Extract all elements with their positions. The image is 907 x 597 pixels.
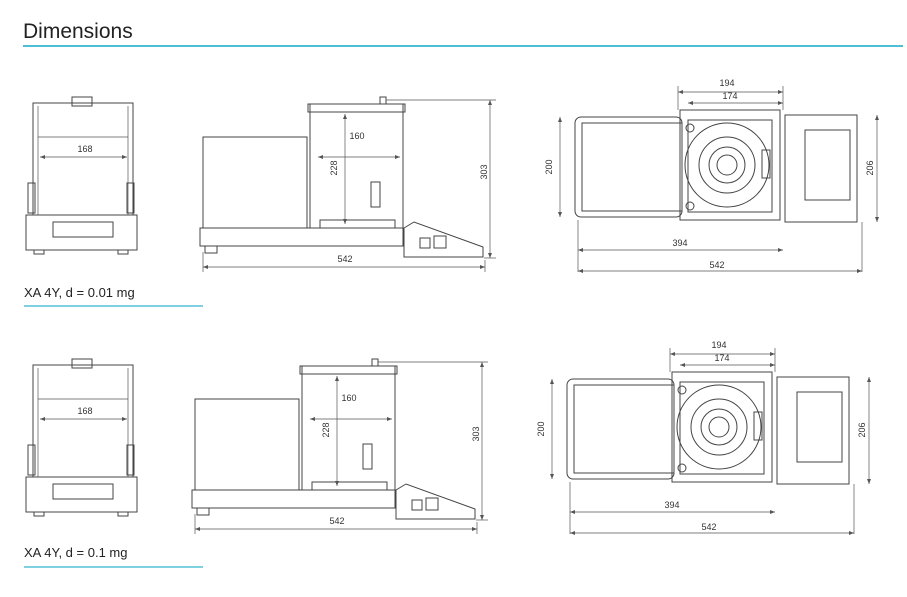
pan-center [716,154,738,176]
top-panel-depth-label: 206 [857,422,867,437]
screw [677,385,687,395]
balance-body [671,371,773,483]
display-window [52,483,114,500]
front-view: 168 [25,96,138,255]
front-width-label: 168 [77,144,92,154]
screw [685,123,695,133]
side-chamber-height-label: 228 [329,160,339,175]
door-handle-top [71,96,93,107]
display-window [52,221,114,238]
draft-shield-left [194,398,300,491]
foot [204,245,218,254]
front-view: 168 [25,358,138,517]
top-lid [307,103,406,113]
top-depth-label: 200 [536,421,546,436]
side-total-length-label: 542 [337,254,352,264]
display-panel [784,114,858,223]
port [411,499,423,511]
top-width-inner-label: 174 [722,91,737,101]
connector [433,235,447,249]
foot [117,249,129,255]
keypad-terminal [403,221,484,258]
door-handle [370,181,381,208]
side-total-length-label: 542 [329,516,344,526]
draft-shield-drawer [574,116,683,218]
side-chamber-width-label: 160 [341,393,356,403]
pan-ring [700,408,738,446]
screw [685,201,695,211]
page-title: Dimensions [23,20,133,43]
top-length-body-label: 394 [672,238,687,248]
caption-underline [24,566,203,568]
balance-base [199,227,404,247]
top-lid [299,365,398,375]
side-handle [27,182,36,214]
weighing-pan [311,481,388,491]
foot [117,511,129,517]
model-caption: XA 4Y, d = 0.01 mg [24,285,135,300]
front-width-label: 168 [77,406,92,416]
foot [33,249,45,255]
balance-body [679,109,781,221]
top-panel-depth-label: 206 [865,160,875,175]
balance-base [25,214,138,251]
balance-base [25,476,138,513]
side-chamber-width-label: 160 [349,131,364,141]
lid-handle [379,96,387,105]
touch-screen [796,391,843,463]
top-length-total-label: 542 [709,260,724,270]
touch-screen [804,129,851,201]
draft-shield-right [309,103,404,229]
door-handle [761,149,771,179]
top-width-inner-label: 174 [714,353,729,363]
side-view: 228 160 303 542 [199,96,496,272]
pan-ring [690,398,748,456]
top-width-outer-label: 194 [719,78,734,88]
glass-chamber [32,102,134,216]
side-view: 228 160 303 542 [191,358,488,534]
weighing-chamber [679,381,765,475]
model-caption: XA 4Y, d = 0.1 mg [24,545,128,560]
weighing-pan-ring [684,122,770,208]
glass-chamber [32,364,134,478]
side-handle [27,444,36,476]
drawer-glass [573,384,675,474]
side-total-height-label: 303 [471,426,481,441]
display-panel [776,376,850,485]
side-chamber-height-label: 228 [321,422,331,437]
foot [196,507,210,516]
title-underline [23,45,903,47]
weighing-pan [319,219,396,229]
top-length-total-label: 542 [701,522,716,532]
caption-underline [24,305,203,307]
side-handle [126,182,135,214]
keypad-terminal [395,483,476,520]
side-handle [126,444,135,476]
drawer-glass [581,122,683,212]
top-length-body-label: 394 [664,500,679,510]
top-width-outer-label: 194 [711,340,726,350]
top-view: 200 206 194 174 394 542 [544,78,879,273]
top-view: 200 206 194 174 394 542 [536,340,871,535]
door-handle [362,443,373,470]
draft-shield-drawer [566,378,675,480]
pan-ring [698,136,756,194]
balance-base [191,489,396,509]
top-depth-label: 200 [544,159,554,174]
weighing-chamber [687,119,773,213]
pan-ring [708,146,746,184]
lid-handle [371,358,379,367]
screw [677,463,687,473]
port [419,237,431,249]
side-total-height-label: 303 [479,164,489,179]
draft-shield-right [301,365,396,491]
connector [425,497,439,511]
draft-shield-left [202,136,308,229]
foot [33,511,45,517]
weighing-pan-ring [676,384,762,470]
pan-center [708,416,730,438]
door-handle-top [71,358,93,369]
door-handle [753,411,763,441]
